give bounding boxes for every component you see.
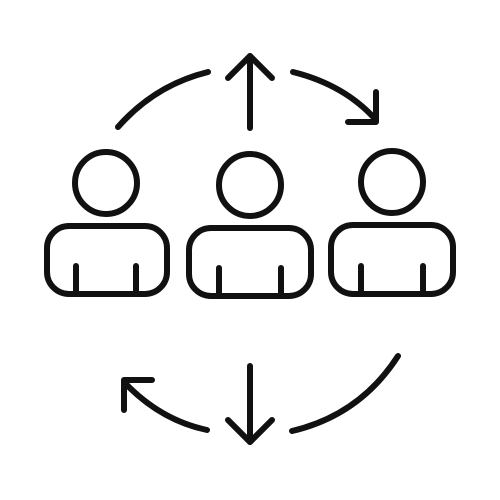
arrow-up-icon xyxy=(225,53,275,131)
arc-bottom-right xyxy=(289,353,401,434)
person-icon xyxy=(186,151,314,299)
person-icon xyxy=(328,148,456,297)
arrow-curved-left-icon xyxy=(121,377,210,433)
person-icon xyxy=(44,149,170,297)
arrow-curved-right-icon xyxy=(290,69,379,125)
arc-top-left xyxy=(115,69,211,130)
arrow-down-icon xyxy=(225,363,275,445)
